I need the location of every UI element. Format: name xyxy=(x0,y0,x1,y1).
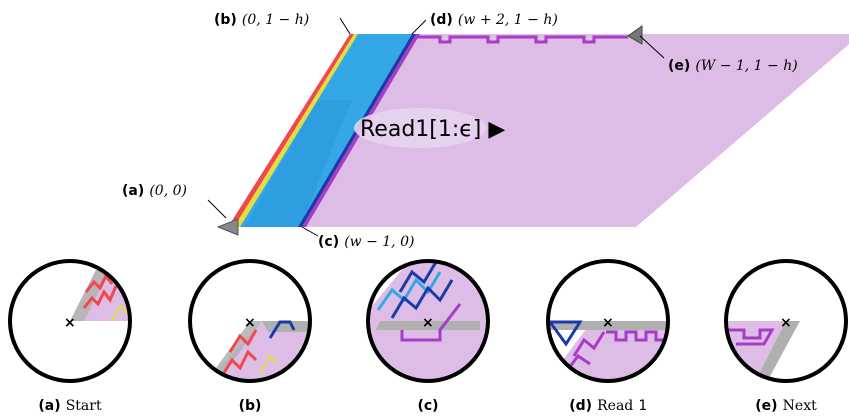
yellow-strip xyxy=(234,34,358,227)
zoom-panel-d: × xyxy=(546,259,670,383)
play-arrow-icon: ▶ xyxy=(488,117,505,142)
label-a: (a) (0, 0) xyxy=(122,180,187,199)
leader-d xyxy=(411,19,427,35)
caption-b: (b) xyxy=(239,398,262,414)
zoom-panel-b: × xyxy=(188,259,312,383)
label-c: (c) (w − 1, 0) xyxy=(318,231,414,250)
label-e: (e) (W − 1, 1 − h) xyxy=(668,55,798,74)
point-labels: (a) (0, 0) (b) (0, 1 − h) (c) (w − 1, 0)… xyxy=(122,9,798,250)
label-d: (d) (w + 2, 1 − h) xyxy=(430,9,558,28)
cross-icon: × xyxy=(780,315,792,331)
caption-c: (c) xyxy=(417,398,438,414)
read-label: Read1[1:ϵ] ▶ xyxy=(360,117,505,142)
red-strip xyxy=(228,34,354,227)
zoom-panel-a: × xyxy=(8,259,132,383)
caption-d: (d) Read 1 xyxy=(569,395,647,414)
leader-c xyxy=(301,226,319,237)
cross-icon: × xyxy=(64,315,76,331)
cross-icon: × xyxy=(422,315,434,331)
zoom-panel-e: × xyxy=(724,259,848,383)
top-purple-path xyxy=(416,35,628,44)
arrow-a-icon xyxy=(216,218,239,236)
leader-a xyxy=(207,199,227,219)
caption-e: (e) Next xyxy=(755,395,817,414)
arrow-e-icon xyxy=(627,25,643,45)
captions: (a) Start (b) (c) (d) Read 1 (e) Next xyxy=(38,395,817,414)
leader-e xyxy=(639,35,665,59)
cross-icon: × xyxy=(602,315,614,331)
leader-b xyxy=(339,17,351,35)
label-b: (b) (0, 1 − h) xyxy=(214,9,309,28)
blue-lower-block xyxy=(244,100,352,227)
zoom-panel-c: × xyxy=(366,259,490,383)
read-label-bg xyxy=(354,108,486,148)
caption-a: (a) Start xyxy=(38,395,102,414)
main-parallelogram: Read1[1:ϵ] ▶ xyxy=(207,17,849,237)
cross-icon: × xyxy=(244,315,256,331)
